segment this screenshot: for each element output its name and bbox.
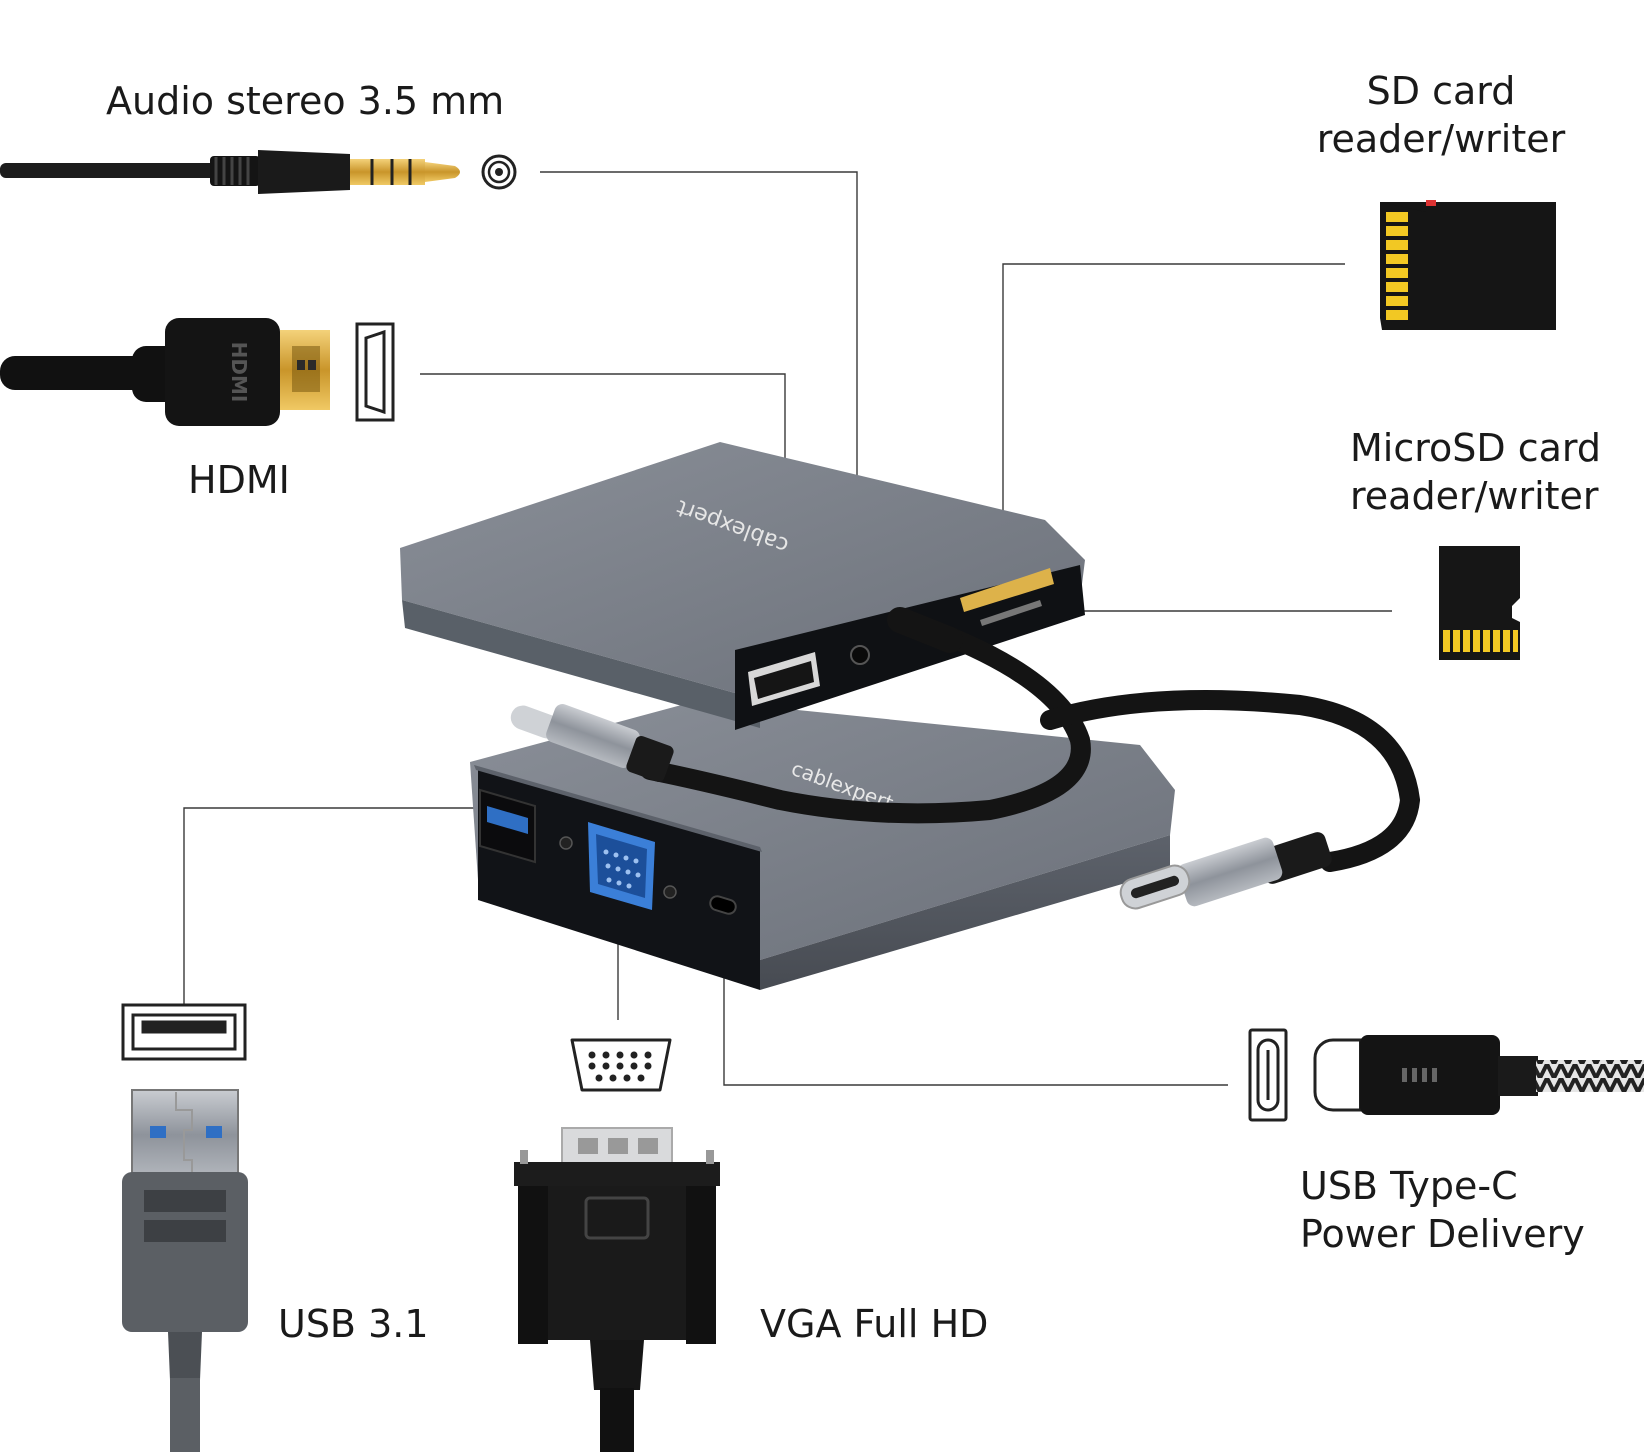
hub-usb-c-plug-top: [510, 704, 674, 783]
hdmi-cable: HDMI: [0, 318, 330, 426]
audio-label: Audio stereo 3.5 mm: [106, 79, 505, 123]
usb-leader-line: [183, 807, 478, 1005]
hub-hdmi-port: [748, 652, 820, 706]
sd-card-icon: [1380, 200, 1556, 330]
microsd-card-icon: [1439, 546, 1520, 660]
usb-c-label: USB Type-C Power Delivery: [1300, 1162, 1585, 1258]
hub-upper: [400, 442, 1085, 730]
sd-leader-line: [1002, 263, 1345, 585]
hdmi-port-icon: [355, 322, 395, 422]
usb-a-plug: [122, 1089, 248, 1452]
hub-led-2: [663, 885, 677, 899]
audio-leader-line: [540, 171, 858, 612]
audio-jack-icon: [481, 154, 517, 190]
hub-usb-c-port: [709, 895, 737, 915]
usb-a-port-icon: [121, 1003, 247, 1061]
usb-c-plug: [1313, 1035, 1644, 1115]
hub-usb-a-port: [479, 788, 536, 864]
microsd-card-label: MicroSD card reader/writer: [1350, 424, 1601, 520]
audio-cable: [0, 150, 460, 194]
hub-vga-port: [588, 822, 655, 910]
hdmi-label: HDMI: [188, 458, 290, 502]
hub-cable-long: [1040, 690, 1421, 872]
sd-card-label-line-1: SD card: [1366, 69, 1516, 113]
sd-card-label: SD card reader/writer: [1316, 67, 1566, 163]
hub-led: [559, 836, 573, 850]
usb-c-label-line-1: USB Type-C: [1300, 1164, 1518, 1208]
vga-label: VGA Full HD: [760, 1302, 989, 1346]
usb-c-label-line-2: Power Delivery: [1300, 1212, 1585, 1256]
sd-card-label-line-2: reader/writer: [1316, 117, 1566, 161]
hub-audio-port: [850, 645, 870, 665]
hub-cable-stub: [887, 607, 963, 653]
leader-lines: [183, 171, 1392, 1086]
usb-label: USB 3.1: [278, 1302, 429, 1346]
hub-usb-c-plug-right: [1119, 832, 1332, 910]
hub-card-slots: [960, 568, 1054, 626]
microsd-card-label-line-2: reader/writer: [1350, 474, 1599, 518]
usbc-leader-line: [723, 935, 1228, 1086]
vga-plug: [514, 1127, 720, 1452]
microsd-card-label-line-1: MicroSD card: [1350, 426, 1601, 470]
vga-port-icon: [570, 1038, 672, 1092]
usb-c-port-icon: [1248, 1028, 1288, 1122]
hub-cable-loop: [640, 622, 1091, 824]
hdmi-plug-label: HDMI: [227, 342, 251, 403]
